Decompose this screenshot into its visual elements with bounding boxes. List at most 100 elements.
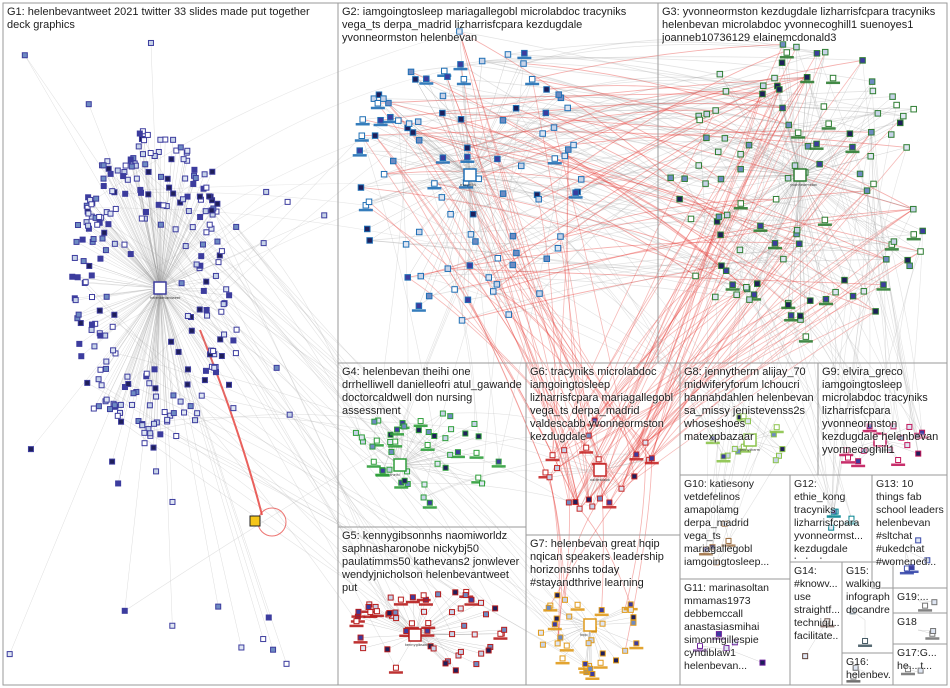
edge-between-g1-g7 — [163, 205, 560, 637]
node-g1 — [158, 137, 163, 142]
node-g4 — [402, 478, 407, 483]
node-label-tag — [460, 160, 474, 163]
node-g2 — [445, 266, 451, 272]
node-label-tag — [799, 340, 813, 343]
node-g1 — [106, 222, 111, 227]
node-g6 — [547, 475, 552, 480]
node-g1 — [199, 254, 204, 259]
node-label-tag — [457, 83, 471, 86]
node-g1 — [204, 185, 209, 190]
node-g1 — [216, 604, 221, 609]
node-g4 — [395, 427, 400, 432]
node-g2 — [518, 163, 524, 169]
node-g1 — [211, 349, 216, 354]
node-g2 — [468, 232, 474, 238]
node-g3 — [890, 94, 896, 100]
node-g3 — [871, 181, 877, 187]
hub-node-g8 — [744, 434, 756, 446]
node-g2 — [413, 77, 419, 83]
node-label-tag — [419, 603, 433, 606]
node-g1 — [178, 399, 183, 404]
node-g5 — [502, 627, 507, 632]
edge-between-g1-g5 — [221, 312, 452, 634]
node-g1 — [125, 374, 130, 379]
node-g3 — [897, 120, 903, 126]
node-g3 — [780, 42, 786, 48]
node-g2 — [495, 156, 501, 162]
node-label-tag — [464, 603, 478, 606]
node-label-tag — [907, 238, 921, 241]
node-g1 — [28, 447, 33, 452]
hub-node-g1 — [154, 282, 166, 294]
hub-node-label: valdescabb — [590, 478, 611, 482]
node-g7 — [540, 642, 545, 647]
node-label-tag — [351, 615, 365, 618]
edge-between-g2-g6 — [466, 183, 636, 455]
node-g3 — [798, 313, 804, 319]
node-g14 — [803, 654, 808, 659]
node-g1 — [141, 152, 146, 157]
node-g1 — [170, 499, 175, 504]
node-g5 — [394, 616, 399, 621]
node-g3 — [717, 71, 723, 77]
node-g7 — [631, 620, 636, 625]
node-label-tag — [844, 522, 858, 525]
node-g8 — [774, 425, 779, 430]
node-label-tag — [791, 136, 805, 139]
node-g5 — [462, 623, 467, 628]
node-g2 — [405, 275, 411, 281]
node-g1 — [80, 237, 85, 242]
node-g1 — [192, 167, 197, 172]
node-g2 — [416, 138, 422, 144]
node-g1 — [128, 252, 133, 257]
node-g1 — [134, 176, 139, 181]
node-g1 — [106, 166, 111, 171]
node-g1 — [104, 397, 109, 402]
node-g2 — [357, 148, 363, 154]
node-g2 — [416, 229, 422, 235]
node-g6 — [607, 500, 612, 505]
node-g2 — [396, 118, 402, 124]
edge-within-g1 — [160, 288, 287, 664]
node-g1 — [219, 309, 224, 314]
node-g3 — [734, 292, 740, 298]
node-g1 — [183, 176, 188, 181]
node-g1 — [158, 432, 163, 437]
selected-node — [250, 516, 260, 526]
node-g4 — [432, 433, 437, 438]
node-g9 — [920, 430, 925, 435]
node-g1 — [89, 327, 94, 332]
node-label-tag — [753, 229, 767, 232]
node-g6 — [573, 500, 578, 505]
hub-node-g6 — [594, 464, 606, 476]
node-g3 — [870, 88, 876, 94]
node-g1 — [142, 430, 147, 435]
node-g5 — [354, 619, 359, 624]
node-g8 — [741, 414, 746, 419]
node-g2 — [440, 110, 446, 116]
node-g5 — [450, 632, 455, 637]
hub-node-g3 — [794, 169, 806, 181]
node-label-tag — [901, 673, 915, 676]
node-label-tag — [370, 615, 384, 618]
node-g1 — [97, 308, 102, 313]
node-g4 — [422, 482, 427, 487]
node-g1 — [284, 661, 289, 666]
node-g9 — [856, 459, 861, 464]
node-g1 — [218, 337, 223, 342]
node-g5 — [388, 595, 393, 600]
node-g1 — [104, 366, 109, 371]
node-g1 — [200, 242, 205, 247]
node-g1 — [91, 237, 96, 242]
node-g4 — [427, 500, 432, 505]
node-label-tag — [571, 608, 585, 611]
node-label-tag — [699, 553, 713, 556]
node-g3 — [723, 89, 729, 95]
node-g1 — [112, 312, 117, 317]
node-g5 — [474, 662, 479, 667]
node-g4 — [463, 431, 468, 436]
node-g3 — [822, 49, 828, 55]
node-g1 — [201, 288, 206, 293]
node-g19 — [923, 603, 928, 608]
node-g11 — [724, 646, 729, 651]
